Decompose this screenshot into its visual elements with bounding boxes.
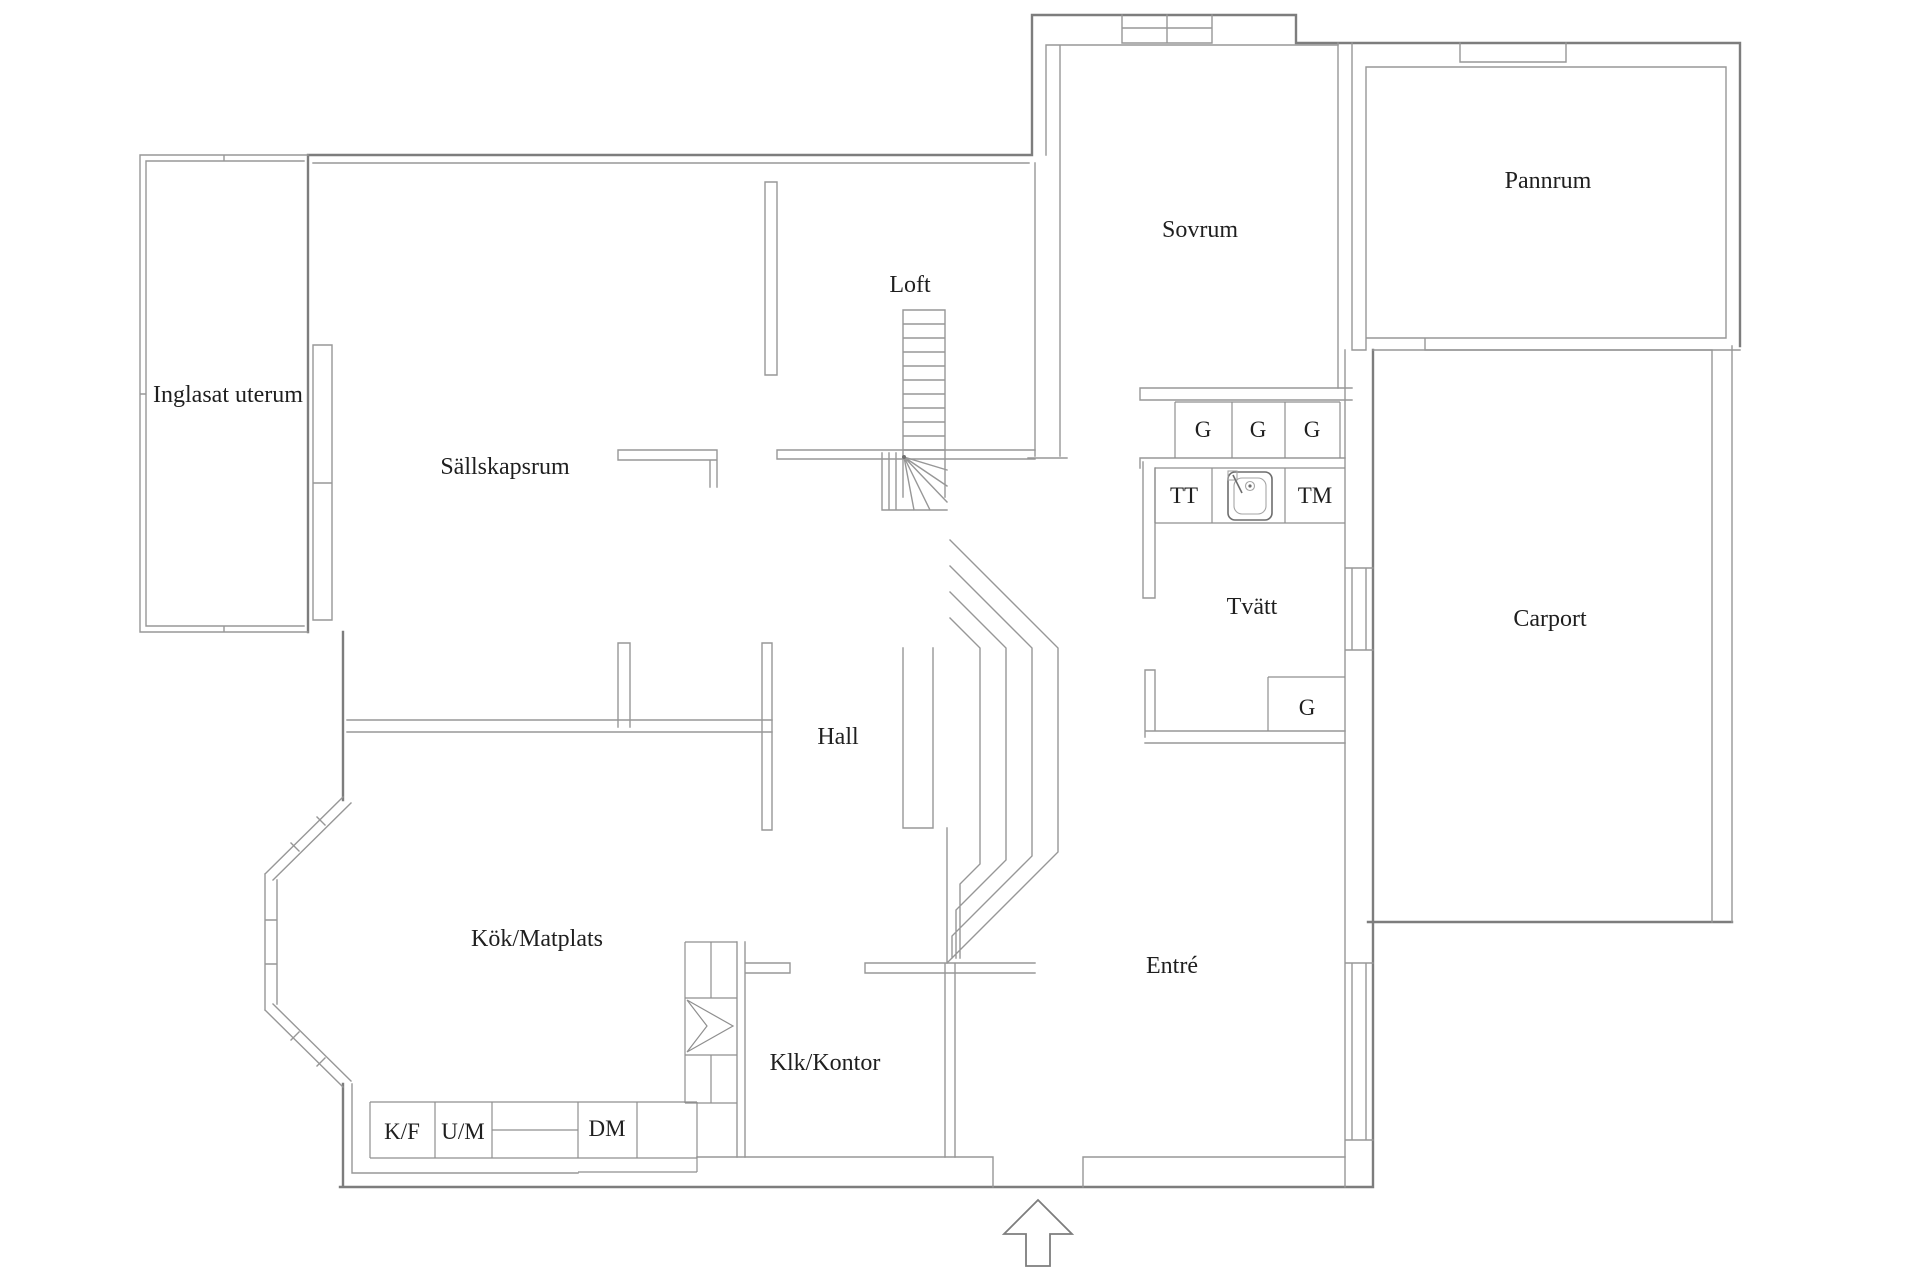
room-label-pannrum: Pannrum [1505,168,1592,194]
dryer-label: TT [1170,483,1198,508]
interior-walls [312,42,1741,1188]
entrance-arrow-icon [1001,1198,1075,1267]
banister [947,539,1059,963]
fixture-labels: G G G G TT TM K/F U/M DM [384,417,1332,1144]
kitchen-counter [369,1101,698,1173]
room-label-inglasat-uterum: Inglasat uterum [153,382,303,408]
room-label-loft: Loft [889,272,931,298]
laundry-sink-icon [1227,470,1273,521]
room-label-sovrum: Sovrum [1162,217,1238,243]
room-label-klk-kontor: Klk/Kontor [770,1050,881,1076]
outer-walls [306,13,1742,1189]
room-label-sallskapsrum: Sällskapsrum [440,454,570,480]
conservatory-glazing [139,154,333,633]
wardrobe-label-4: G [1299,695,1316,720]
pantry-closet [684,941,737,1104]
room-label-tvatt: Tvätt [1227,594,1278,620]
room-label-hall: Hall [817,724,859,750]
staircase [881,309,948,964]
wardrobe-label-1: G [1195,417,1212,442]
fridge-freezer-label: K/F [384,1119,420,1144]
room-labels: Inglasat uterum Sällskapsrum Loft Sovrum… [153,168,1592,1076]
laundry-closets [1154,401,1345,731]
oven-micro-label: U/M [441,1119,484,1144]
washing-machine-label: TM [1298,483,1333,508]
bay-window [264,796,352,1088]
room-label-carport: Carport [1513,606,1587,632]
windows-top [1121,14,1567,63]
wardrobe-label-2: G [1250,417,1267,442]
wardrobe-label-3: G [1304,417,1321,442]
room-label-kok-matplats: Kök/Matplats [471,926,603,952]
room-label-entre: Entré [1146,953,1198,979]
dishwasher-label: DM [588,1116,625,1141]
